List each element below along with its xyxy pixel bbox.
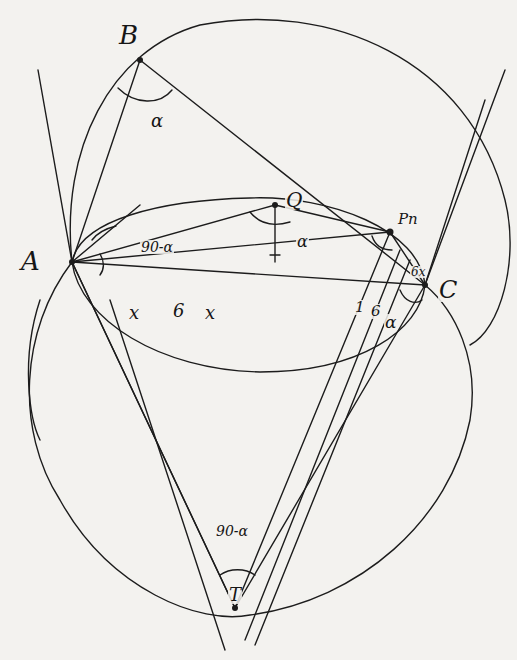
- point: [69, 259, 75, 265]
- angle-label: 90-α: [215, 524, 249, 538]
- angle-arc: [92, 226, 116, 240]
- segment: [255, 260, 410, 645]
- segment: [72, 205, 275, 262]
- point-label: B: [118, 22, 139, 48]
- point: [387, 229, 394, 236]
- length-label: 1: [354, 300, 366, 315]
- right-angle-mark: [270, 254, 280, 255]
- point: [422, 282, 428, 288]
- segment: [72, 262, 235, 608]
- point: [137, 57, 143, 63]
- segment: [72, 262, 425, 285]
- point-label: C: [438, 278, 458, 302]
- angle-label: α: [296, 234, 309, 250]
- segment: [72, 262, 235, 608]
- point-label: A: [20, 248, 41, 274]
- circle-arc: [28, 300, 40, 440]
- circle-arc: [29, 262, 472, 617]
- tangent-line: [425, 100, 485, 285]
- tangent-line: [38, 70, 72, 262]
- segment: [72, 60, 140, 262]
- angle-arc: [372, 236, 392, 250]
- angle-arc: [118, 88, 172, 101]
- tangent-line: [425, 70, 505, 285]
- angle-arc: [100, 254, 103, 275]
- angle-label: 6x: [410, 266, 426, 278]
- circle-arc: [70, 19, 510, 345]
- angle-arc: [220, 570, 255, 575]
- point: [272, 202, 278, 208]
- angle-label: 90-α: [140, 240, 174, 254]
- angle-label: α: [150, 112, 164, 130]
- length-label: x: [204, 304, 216, 322]
- segment: [274, 205, 275, 262]
- angle-label: α: [384, 314, 397, 331]
- segment: [245, 250, 400, 640]
- segment: [72, 205, 140, 262]
- segment: [235, 285, 425, 608]
- segment: [72, 232, 390, 262]
- segment: [235, 232, 390, 608]
- length-label: 6: [370, 304, 382, 319]
- point-label: T: [228, 586, 242, 604]
- angle-arc: [250, 212, 290, 224]
- length-label: x: [128, 304, 140, 322]
- segment: [110, 300, 225, 650]
- angle-arc: [400, 290, 422, 302]
- point: [232, 605, 238, 611]
- point-label: Q: [285, 190, 303, 210]
- point-label: Pn: [397, 212, 419, 227]
- length-label: 6: [172, 302, 185, 320]
